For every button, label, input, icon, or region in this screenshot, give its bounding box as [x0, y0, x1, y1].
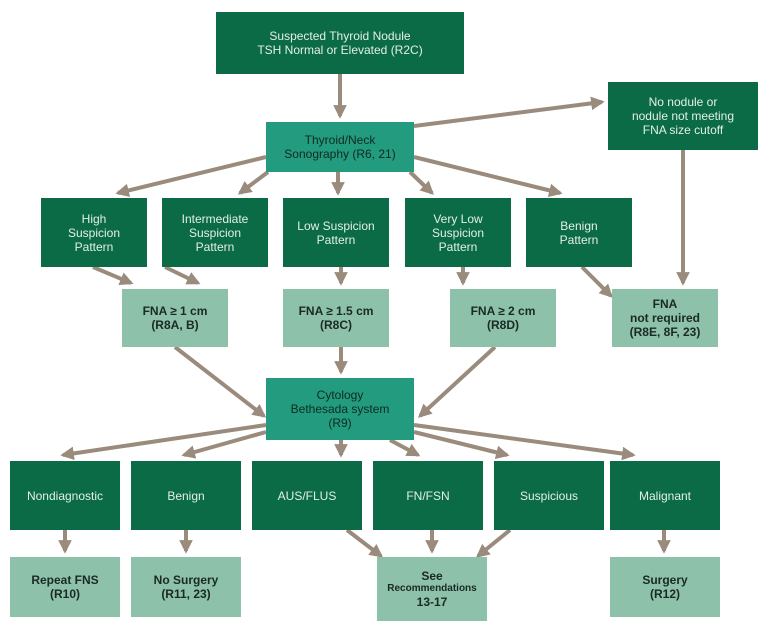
node-benign-pattern: Benign Pattern	[526, 198, 632, 267]
node-intermediate-suspicion: Intermediate Suspicion Pattern	[162, 198, 268, 267]
node-no-nodule: No nodule or nodule not meeting FNA size…	[608, 82, 758, 150]
node-suspicious: Suspicious	[494, 461, 604, 530]
arrow-high-to-fna1	[92, 265, 134, 286]
node-cytology: Cytology Bethesada system (R9)	[266, 378, 414, 440]
node-low-suspicion: Low Suspicion Pattern	[283, 198, 389, 267]
recommendations-label: Recommendations	[387, 583, 477, 594]
node-see-recommendations: See Recommendations 13-17	[377, 557, 487, 621]
node-repeat-fns: Repeat FNS (R10)	[10, 557, 120, 617]
node-sonography: Thyroid/Neck Sonography (R6, 21)	[266, 122, 414, 172]
node-no-surgery: No Surgery (R11, 23)	[131, 557, 241, 617]
node-fn-fsn: FN/FSN	[373, 461, 483, 530]
arrow-cytology-to-benign	[181, 430, 267, 459]
node-high-suspicion: High Suspicion Pattern	[41, 198, 147, 267]
arrow-intermediate-to-fna1	[164, 265, 201, 285]
node-very-low-suspicion: Very Low Suspicion Pattern	[405, 198, 511, 267]
arrow-sonography-to-no-nodule	[413, 96, 605, 128]
node-fna-2cm: FNA ≥ 2 cm (R8D)	[450, 289, 556, 347]
arrow-fna1-to-cytology	[173, 345, 267, 418]
node-malignant: Malignant	[610, 461, 720, 530]
arrow-sonography-to-benign-pattern	[413, 155, 563, 197]
recommendations-range: 13-17	[416, 595, 448, 609]
arrow-sonography-to-intermediate	[237, 170, 270, 195]
node-aus-flus: AUS/FLUS	[252, 461, 362, 530]
node-surgery: Surgery (R12)	[610, 557, 720, 617]
node-suspected-thyroid-nodule: Suspected Thyroid Nodule TSH Normal or E…	[216, 12, 464, 74]
arrow-cytology-to-suspicious	[413, 430, 510, 459]
arrow-cytology-to-nondiagnostic	[60, 423, 267, 461]
node-fna-not-required: FNA not required (R8E, 8F, 23)	[612, 289, 718, 347]
arrow-sonography-to-very-low	[408, 170, 434, 195]
node-benign: Benign	[131, 461, 241, 530]
node-fna-1cm: FNA ≥ 1 cm (R8A, B)	[122, 289, 228, 347]
arrow-benign-pattern-to-fna-not-required	[580, 265, 613, 298]
arrow-fna2-to-cytology	[417, 345, 497, 418]
arrow-cytology-to-fn-fsn	[389, 438, 421, 457]
arrow-cytology-to-malignant	[413, 423, 636, 461]
node-nondiagnostic: Nondiagnostic	[10, 461, 120, 530]
see-label: See	[421, 569, 443, 583]
arrow-sonography-to-high	[115, 155, 267, 198]
arrow-aus-to-recommendations	[345, 528, 384, 558]
arrow-suspicious-to-recommendations	[475, 528, 512, 558]
node-fna-1-5cm: FNA ≥ 1.5 cm (R8C)	[283, 289, 389, 347]
